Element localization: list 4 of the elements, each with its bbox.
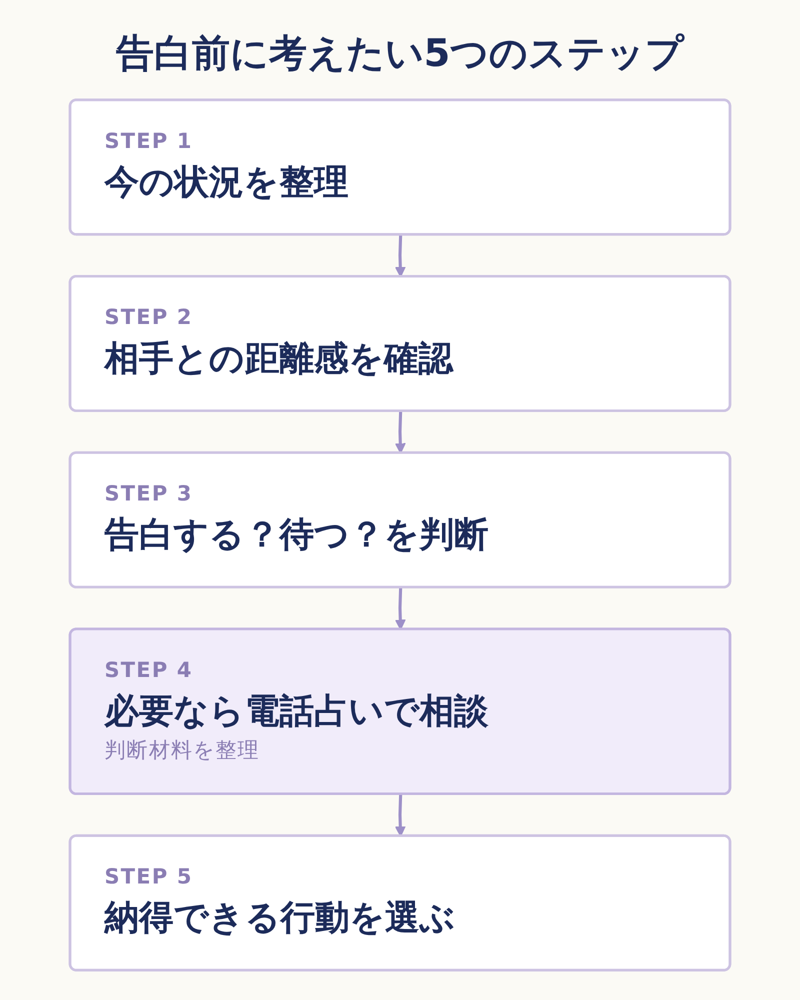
title: 告白前に考えたい5つのステップ: [114, 30, 686, 77]
arrow: [394, 411, 406, 454]
arrow: [394, 794, 406, 837]
arrow: [394, 234, 406, 278]
